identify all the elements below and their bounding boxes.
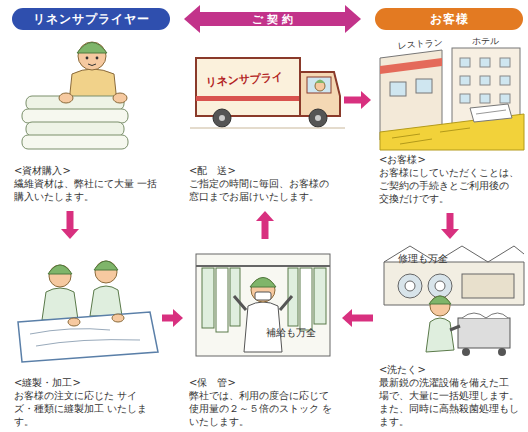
process-step: <配 送>ご指定の時間に毎回、お客様の 窓口までお届けいたします。 bbox=[185, 35, 340, 205]
arrow-shaft bbox=[162, 315, 174, 322]
step-heading: <保 管> bbox=[189, 376, 336, 389]
flow-arrow bbox=[256, 211, 274, 239]
arrow-shaft bbox=[199, 12, 346, 26]
step-heading: <縫製・加工> bbox=[14, 376, 156, 389]
flow-arrow bbox=[344, 91, 371, 109]
process-step: <縫製・加工>お客様の注文に応じた サイズ・種類に縫製加工 いたします。 bbox=[10, 245, 160, 430]
step-description: お客様の注文に応じた サイズ・種類に縫製加工 いたします。 bbox=[14, 389, 156, 428]
badge-text: お客様 bbox=[430, 11, 469, 28]
step-heading: <配 送> bbox=[189, 164, 336, 177]
arrow-head bbox=[345, 5, 361, 33]
step-description: お客様にしていただくことは、 ご契約の手続きとご利用後の 交換だけです。 bbox=[379, 166, 521, 205]
illustration-caption: 補給も万全 bbox=[266, 326, 316, 340]
flow-arrow bbox=[342, 309, 373, 327]
arrow-head bbox=[61, 229, 79, 239]
arrow-shaft bbox=[344, 97, 362, 104]
step-heading: <洗たく> bbox=[379, 363, 521, 376]
customer-illustration bbox=[380, 48, 524, 150]
edge-label: ご 契 約 bbox=[252, 12, 293, 27]
arrow-shaft bbox=[67, 211, 74, 230]
step-heading: <資材購入> bbox=[14, 164, 161, 177]
truck-illustration bbox=[190, 58, 345, 128]
arrow-head bbox=[173, 309, 183, 327]
step-description: 最新鋭の洗濯設備を備えた工 場で、大量に一括処理します。 また、同時に高熱殺菌処… bbox=[379, 376, 521, 428]
flow-arrow bbox=[61, 211, 79, 239]
process-step: <洗たく>最新鋭の洗濯設備を備えた工 場で、大量に一括処理します。 また、同時に… bbox=[375, 245, 525, 430]
step-description: 繊維資材は、弊社にて大量 一括購入いたします。 bbox=[14, 177, 161, 203]
purchase-illustration bbox=[22, 42, 128, 149]
arrow-shaft bbox=[447, 213, 454, 230]
arrow-head bbox=[361, 91, 371, 109]
process-step: <保 管>弊社では、利用の度合に応じて 使用量の２～５倍のストック をいたします… bbox=[185, 245, 340, 430]
step-description: 弊社では、利用の度合に応じて 使用量の２～５倍のストック をいたします。 bbox=[189, 389, 336, 428]
contract-arrow bbox=[184, 5, 361, 33]
badge-text: リネンサプライヤー bbox=[33, 11, 150, 28]
step-description: ご指定の時間に毎回、お客様の 窓口までお届けいたします。 bbox=[189, 177, 336, 203]
arrow-head bbox=[441, 229, 459, 239]
step-heading: <お客様> bbox=[379, 153, 521, 166]
washing-illustration bbox=[384, 246, 524, 356]
illustration-caption: ホテル bbox=[472, 35, 499, 48]
arrow-head bbox=[342, 309, 352, 327]
supplier-badge: リネンサプライヤー bbox=[12, 8, 170, 30]
sewing-illustration bbox=[18, 261, 158, 362]
flow-arrow bbox=[162, 309, 183, 327]
customer-badge: お客様 bbox=[375, 8, 523, 30]
arrow-shaft bbox=[262, 220, 269, 239]
storage-illustration bbox=[196, 254, 330, 356]
arrow-head bbox=[256, 211, 274, 221]
illustration-caption: 修理も万全 bbox=[398, 252, 448, 266]
arrow-shaft bbox=[351, 315, 373, 322]
arrow-head bbox=[184, 5, 200, 33]
process-step: <資材購入>繊維資材は、弊社にて大量 一括購入いたします。 bbox=[10, 35, 165, 205]
process-step: <お客様>お客様にしていただくことは、 ご契約の手続きとご利用後の 交換だけです… bbox=[375, 35, 525, 207]
flow-arrow bbox=[441, 213, 459, 239]
